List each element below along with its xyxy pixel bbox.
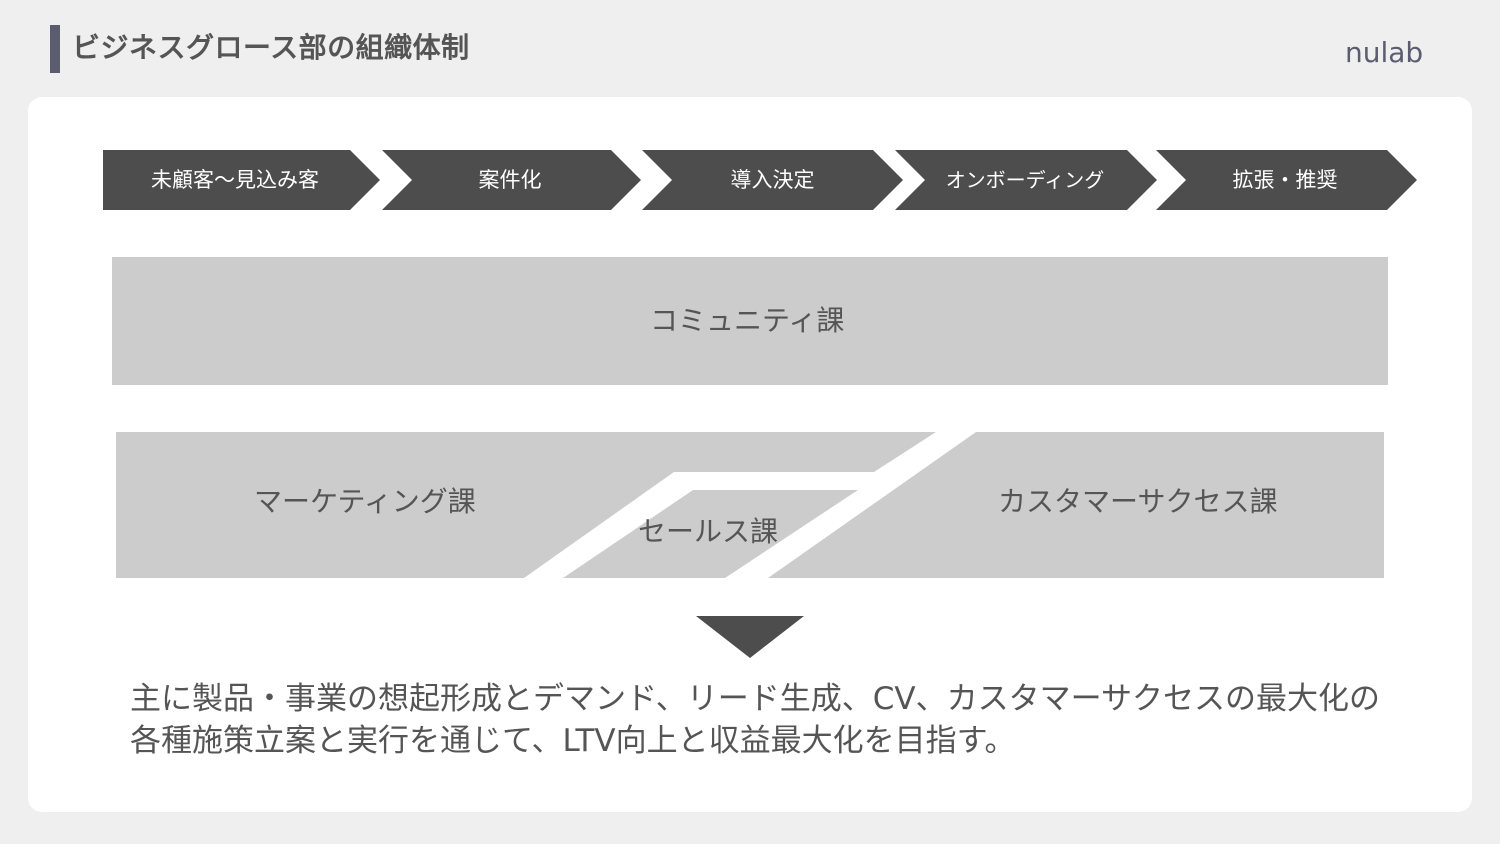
flow-step-arrow-2 bbox=[382, 150, 641, 210]
flow-step-arrow-1 bbox=[103, 150, 380, 210]
flow-step-arrow-4 bbox=[895, 150, 1157, 210]
title-accent-bar bbox=[50, 25, 60, 73]
customer-success-label: カスタマーサクセス課 bbox=[998, 485, 1278, 518]
flow-step-label-1: 未顧客〜見込み客 bbox=[151, 168, 319, 192]
flow-step-label-4: オンボーディング bbox=[945, 168, 1105, 192]
flow-step-arrow-5 bbox=[1156, 150, 1417, 210]
community-label: コミュニティ課 bbox=[650, 304, 845, 337]
page-title: ビジネスグロース部の組織体制 bbox=[72, 31, 470, 64]
marketing-label: マーケティング課 bbox=[254, 485, 476, 518]
sales-block bbox=[563, 490, 858, 578]
community-block bbox=[112, 257, 1388, 385]
flow-step-arrow-3 bbox=[642, 150, 903, 210]
customer-success-block bbox=[768, 432, 1384, 578]
marketing-block bbox=[116, 432, 936, 578]
nulab-logo: nulab bbox=[1345, 36, 1424, 69]
summary-text: 主に製品・事業の想起形成とデマンド、リード生成、CV、カスタマーサクセスの最大化… bbox=[130, 681, 1380, 759]
flow-step-label-2: 案件化 bbox=[478, 168, 542, 192]
down-arrow-icon bbox=[696, 616, 804, 658]
sales-label: セールス課 bbox=[638, 515, 779, 548]
flow-step-label-5: 拡張・推奨 bbox=[1232, 168, 1338, 192]
flow-step-label-3: 導入決定 bbox=[730, 168, 815, 192]
